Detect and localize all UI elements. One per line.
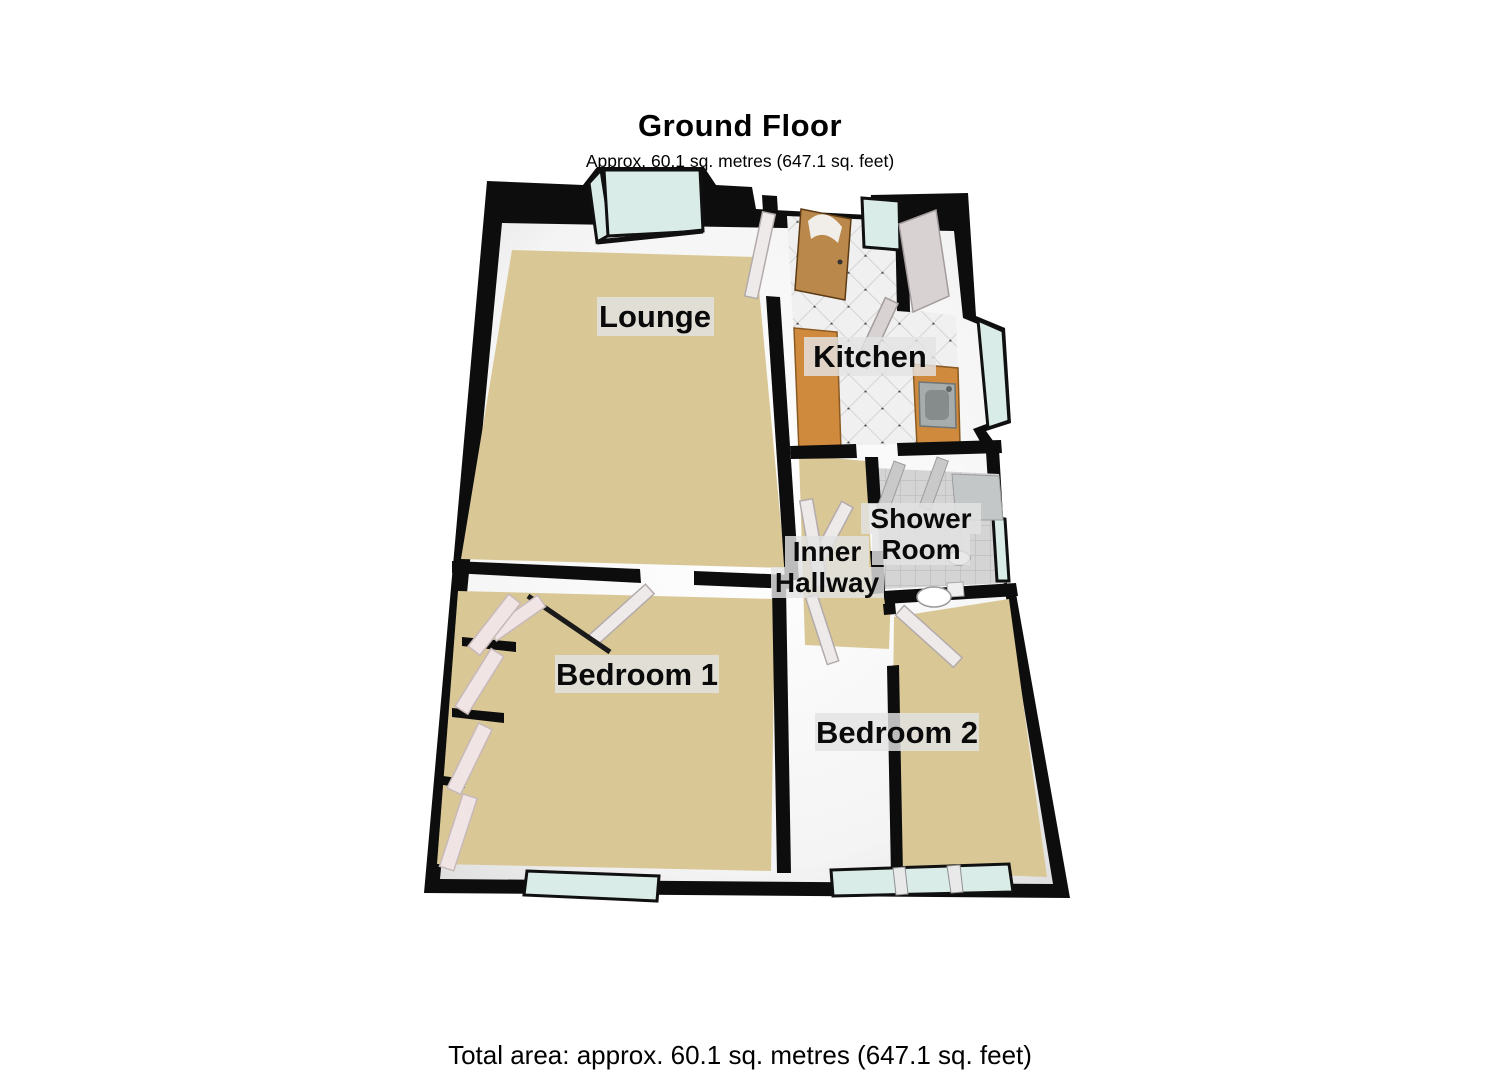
lounge-door-leaf [743,210,777,300]
bedroom2-window-mullion [892,866,909,896]
inner-hallway-label-bg2 [771,567,884,598]
shower-room-label-bg [861,503,981,534]
toilet [916,581,965,608]
total-area-text: Total area: approx. 60.1 sq. metres (647… [448,1040,1032,1070]
inner-hallway-label-bg [785,536,869,567]
wardrobe-panel [446,722,494,796]
shower-room-label-line2: Room [881,534,960,565]
bedroom1-wardrobes [438,593,612,872]
lounge-bay-window [587,166,705,245]
bedroom2-label: Bedroom 2 [816,715,978,750]
shower-room-label-bg2 [872,534,970,565]
lounge-label-bg [597,297,714,336]
kitchen-sink [918,381,957,429]
windows [522,166,1015,903]
bedroom2-door-leaf [894,604,964,669]
shower-window [991,515,1011,583]
kitchen-door-leaf [898,208,950,314]
bedroom1-window [522,869,661,903]
kitchen-bay-window [976,317,1011,431]
bedroom1-label-bg [555,655,719,693]
kitchen-label-bg [804,337,936,376]
wardrobe-panel [467,593,522,657]
bedroom2-window [829,862,1015,898]
entry-window [860,196,902,252]
room-labels: Lounge Kitchen Shower Room Inner Hallway… [555,297,981,751]
page-subtitle: Approx. 60.1 sq. metres (647.1 sq. feet) [585,151,895,171]
inner-hallway-label-line1: Inner [793,536,862,567]
bedroom2-window-mullion [946,864,964,894]
front-door [794,208,852,301]
page-title: Ground Floor [637,108,843,143]
lounge-label: Lounge [599,299,711,334]
bedroom2-label-bg [815,713,979,751]
wardrobe-panel [438,792,479,872]
shower-room-label-line1: Shower [870,503,971,534]
wardrobe-panel [454,647,505,716]
plan-header: Ground Floor Approx. 60.1 sq. metres (64… [0,108,1480,172]
kitchen-label: Kitchen [813,339,927,374]
inner-hallway-label-line2: Hallway [775,567,880,598]
bedroom1-label: Bedroom 1 [556,657,718,692]
